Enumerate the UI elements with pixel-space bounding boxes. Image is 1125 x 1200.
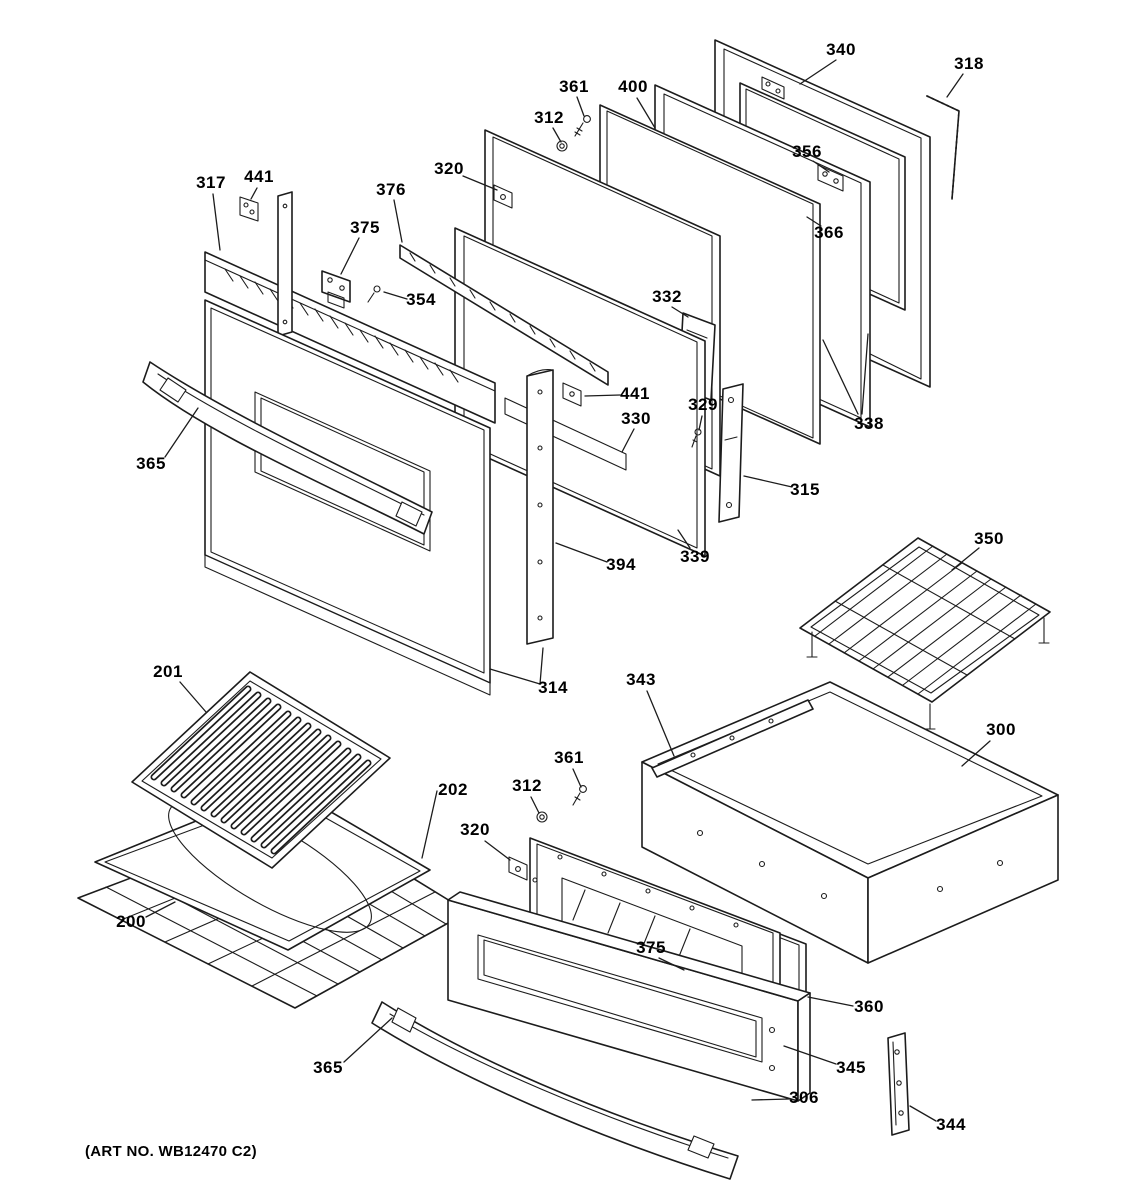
- callout-339: 339: [680, 547, 710, 566]
- callout-375-door: 375: [350, 218, 380, 237]
- clip-320-drawer: [508, 856, 528, 881]
- hinge-bracket-375-door: [321, 270, 351, 309]
- callout-350: 350: [974, 529, 1004, 548]
- screw-329: [691, 428, 702, 448]
- oven-rack-350: [799, 537, 1051, 730]
- callout-332: 332: [652, 287, 682, 306]
- callout-300: 300: [986, 720, 1016, 739]
- callout-338: 338: [854, 414, 884, 433]
- callout-343: 343: [626, 670, 656, 689]
- callout-394: 394: [606, 555, 636, 574]
- callout-400: 400: [618, 77, 648, 96]
- callout-329: 329: [688, 395, 718, 414]
- clip-320-door: [493, 184, 513, 209]
- door-front-panel: [204, 299, 491, 696]
- callout-202: 202: [438, 780, 468, 799]
- bracket-344: [887, 1032, 910, 1136]
- callout-314: 314: [538, 678, 568, 697]
- side-trim-strip: [277, 191, 293, 337]
- callout-318: 318: [954, 54, 984, 73]
- liner-vent-slot: [504, 397, 627, 471]
- callout-441-trim: 441: [244, 167, 274, 186]
- broiler-grid-201: [131, 671, 391, 869]
- screw-354: [367, 285, 381, 303]
- door-post-394: [526, 369, 554, 645]
- grommet-312-drawer: [536, 811, 548, 823]
- art-number: (ART NO. WB12470 C2): [85, 1143, 257, 1160]
- drawer-outer-panel-306: [447, 891, 811, 1102]
- callout-315: 315: [790, 480, 820, 499]
- callout-330: 330: [621, 409, 651, 428]
- callout-360: 360: [854, 997, 884, 1016]
- grommet-312-door: [556, 140, 568, 152]
- callout-320-door: 320: [434, 159, 464, 178]
- callout-356: 356: [792, 142, 822, 161]
- callout-340: 340: [826, 40, 856, 59]
- broiler-pan-202: [94, 784, 431, 951]
- callout-317: 317: [196, 173, 226, 192]
- callout-365-drawer-handle: 365: [313, 1058, 343, 1077]
- callout-306: 306: [789, 1088, 819, 1107]
- callout-441-liner: 441: [620, 384, 650, 403]
- callout-376: 376: [376, 180, 406, 199]
- callout-365-door-handle: 365: [136, 454, 166, 473]
- screw-361-drawer: [572, 785, 587, 806]
- callout-320-drawer: 320: [460, 820, 490, 839]
- callout-361-door: 361: [559, 77, 589, 96]
- clip-441-liner: [562, 382, 582, 407]
- callout-312-door: 312: [534, 108, 564, 127]
- drawer-handle-365: [371, 1001, 739, 1180]
- callout-361-drawer: 361: [554, 748, 584, 767]
- door-handle-365: [142, 361, 433, 535]
- callout-366: 366: [814, 223, 844, 242]
- clip-441-trim: [239, 196, 259, 222]
- callout-354: 354: [406, 290, 436, 309]
- trim-strip-376: [399, 244, 609, 386]
- callout-345: 345: [836, 1058, 866, 1077]
- hinge-arm-315: [718, 383, 744, 523]
- callout-344: 344: [936, 1115, 966, 1134]
- callout-200: 200: [116, 912, 146, 931]
- callout-375-drawer: 375: [636, 938, 666, 957]
- leader-lines: [145, 59, 991, 1122]
- callout-312-drawer: 312: [512, 776, 542, 795]
- screw-361-door: [574, 115, 591, 137]
- callout-201: 201: [153, 662, 183, 681]
- door-gasket-318: [926, 95, 960, 200]
- drawer-rail-343: [651, 699, 814, 778]
